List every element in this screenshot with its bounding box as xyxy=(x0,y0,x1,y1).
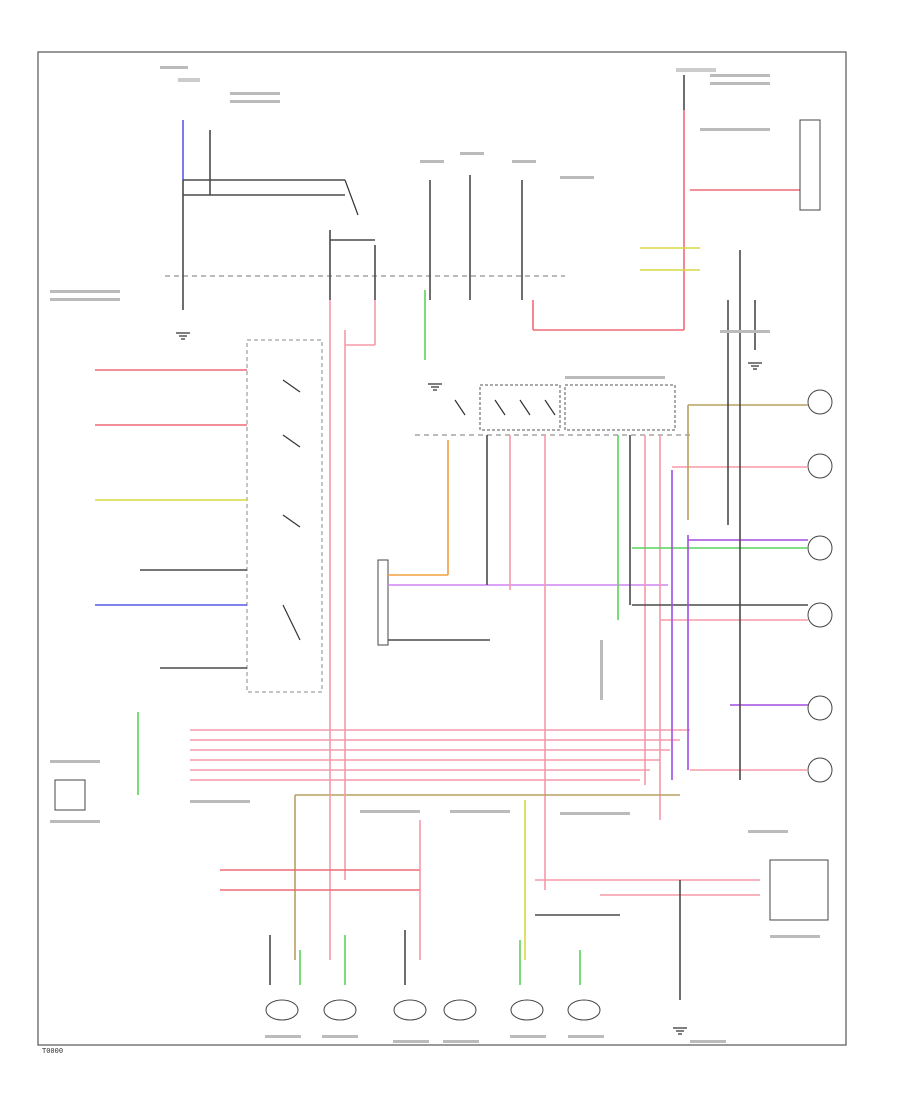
rear-bulbs xyxy=(265,999,601,1021)
fuse-row xyxy=(329,175,523,300)
headlight-switch-section xyxy=(95,339,323,795)
turn-signal-relay xyxy=(377,290,668,646)
ground-symbols xyxy=(176,332,762,1035)
diagram-frame xyxy=(37,51,847,1046)
module-box-left xyxy=(54,779,86,811)
rear-lamps-section xyxy=(220,800,829,1000)
lower-bus xyxy=(190,300,690,960)
diagram-code: T0000 xyxy=(42,1047,63,1055)
right-lamps xyxy=(632,250,833,783)
hot-at-all-times-feed xyxy=(178,78,359,310)
label-marks xyxy=(50,66,820,1043)
right-top-feed xyxy=(532,68,821,331)
combination-switch xyxy=(454,384,676,890)
